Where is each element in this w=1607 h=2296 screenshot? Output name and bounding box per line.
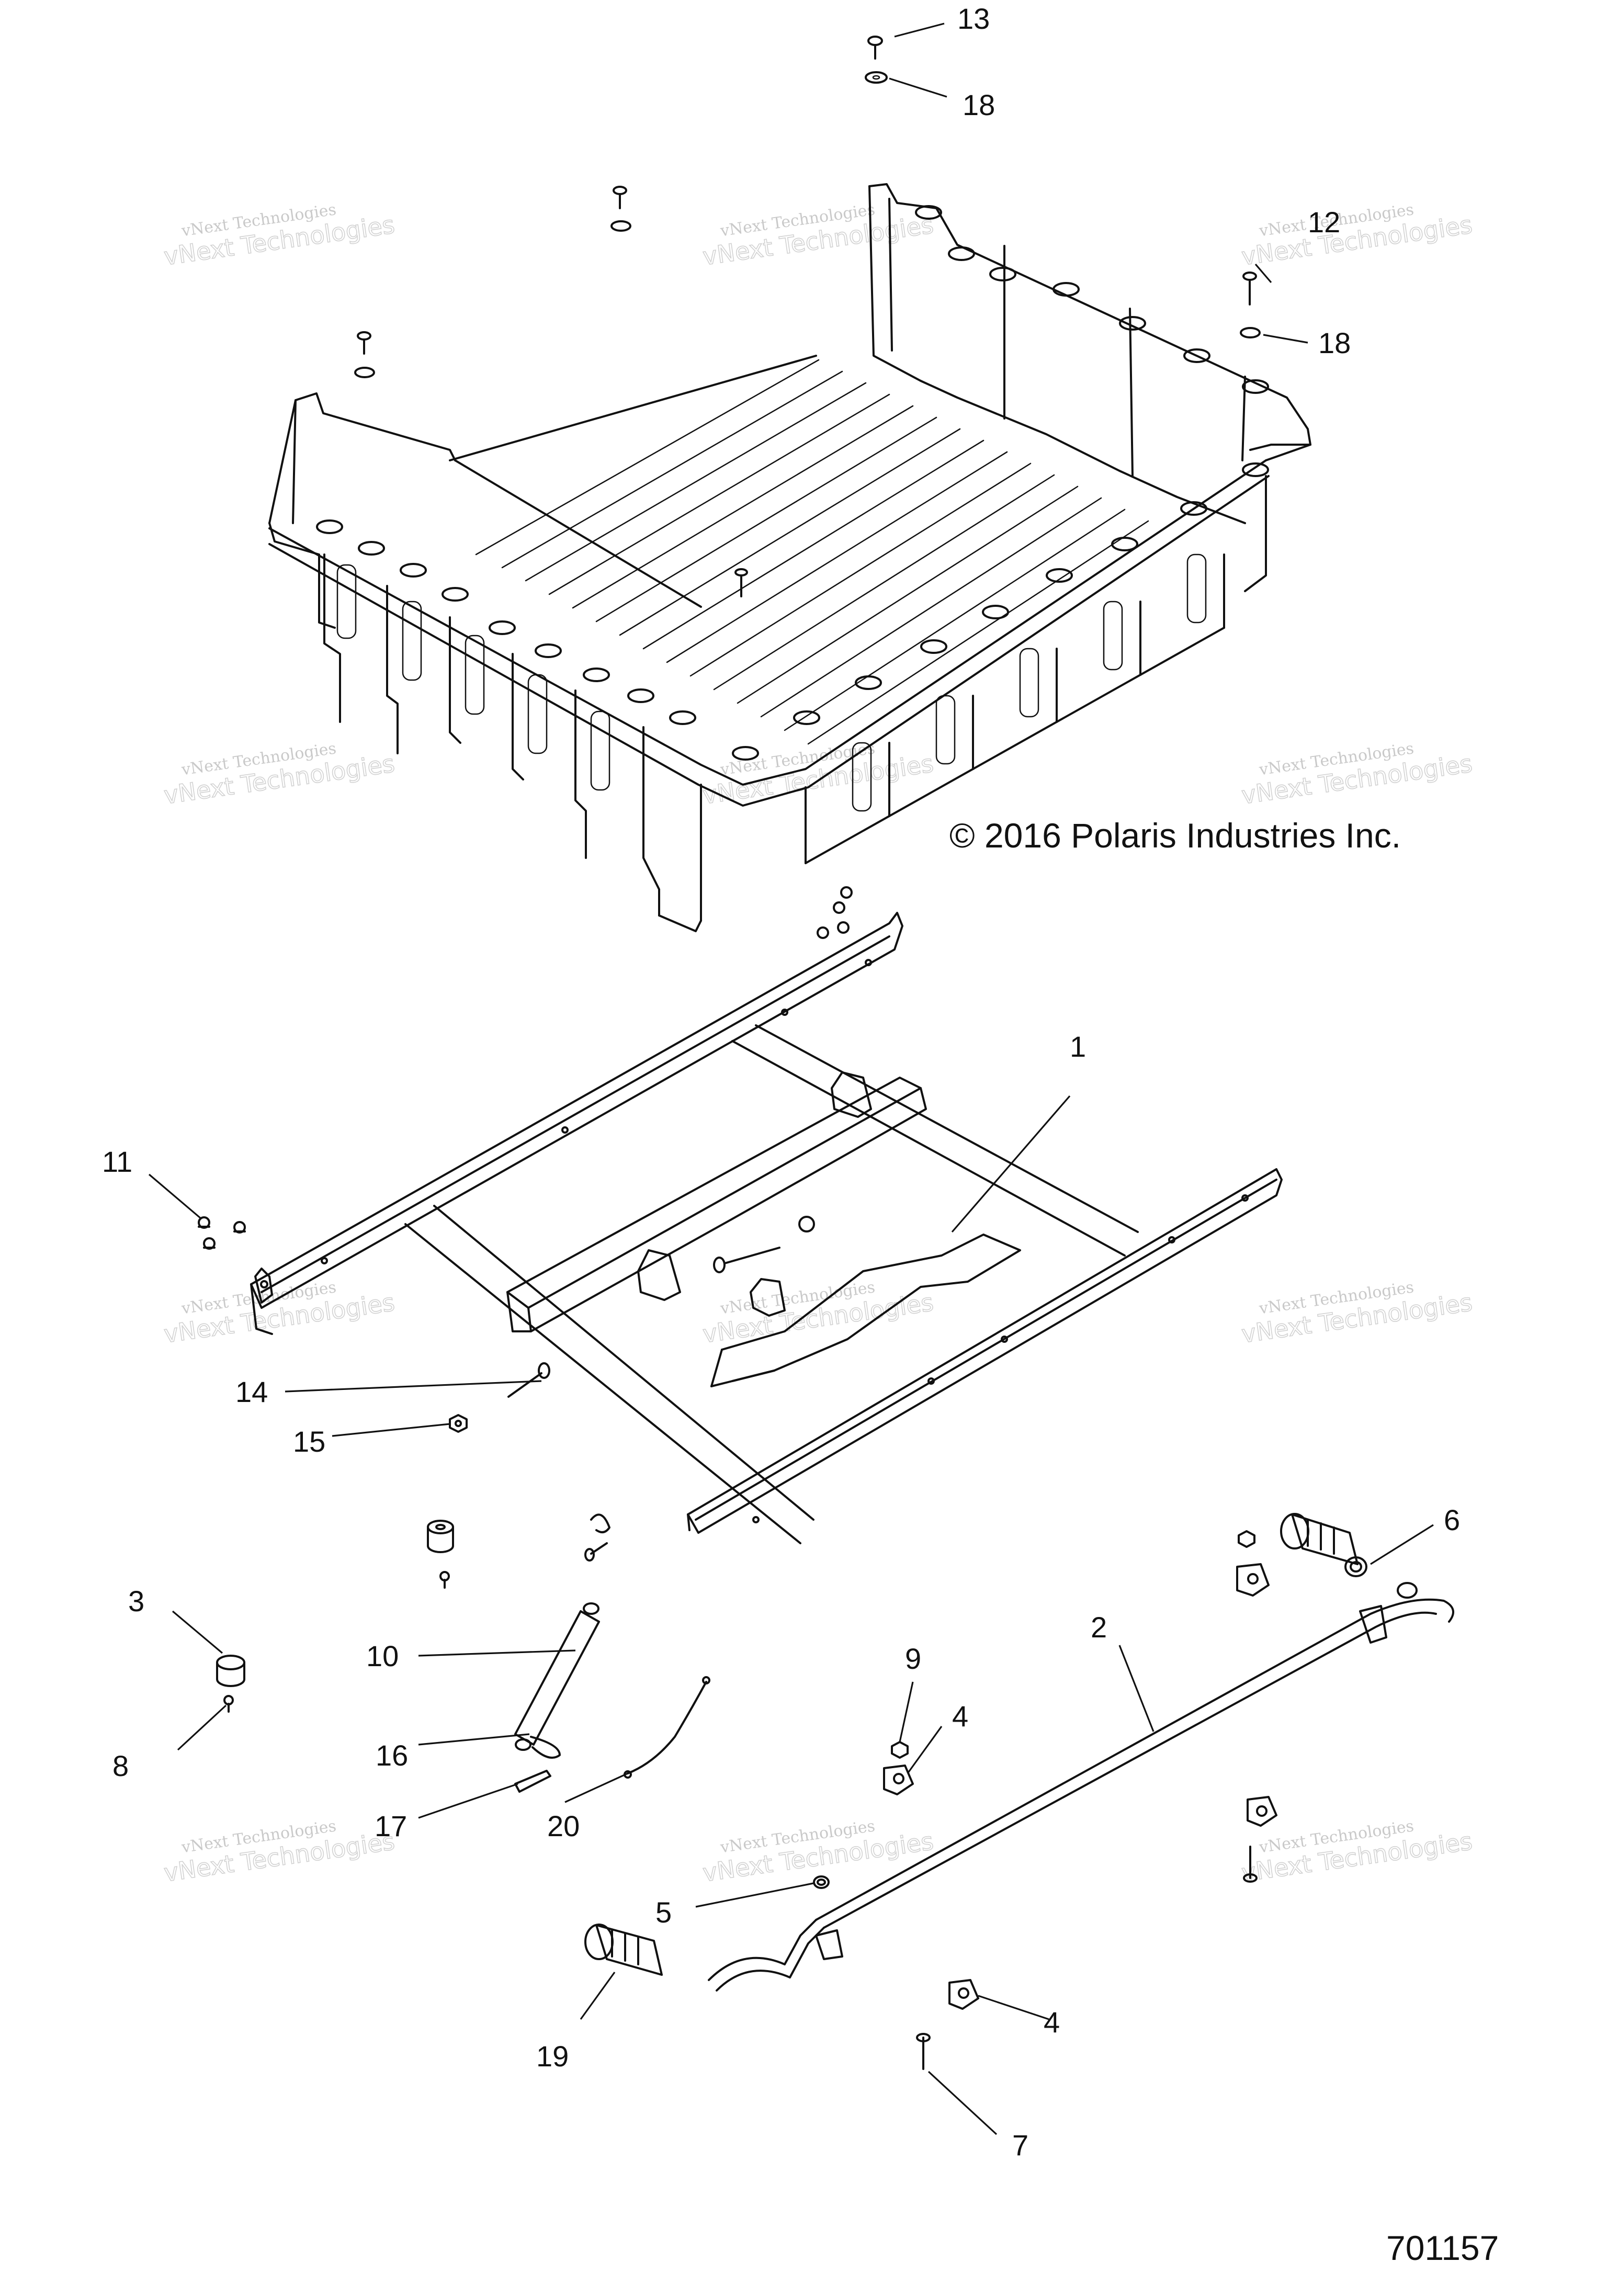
underside-ribs	[323, 475, 1267, 932]
gas-strut-10	[514, 1602, 600, 1751]
nut-9	[891, 1741, 909, 1759]
frame-screws	[817, 886, 853, 939]
callout-12: 12	[1308, 206, 1340, 239]
callout-20: 20	[547, 1809, 580, 1842]
callout-2: 2	[1091, 1611, 1107, 1644]
leader-lines	[148, 22, 1434, 2135]
bumper	[427, 1520, 454, 1589]
bolt-7	[916, 2033, 931, 2070]
screw	[357, 331, 371, 355]
grip-19	[584, 1924, 663, 1976]
callout-5: 5	[655, 1896, 672, 1929]
screw	[613, 186, 627, 209]
nut	[1238, 1530, 1255, 1548]
handle-grip	[1280, 1513, 1359, 1565]
callout-3: 3	[128, 1585, 144, 1618]
clamp-4	[883, 1765, 914, 1795]
clip-16	[530, 1736, 561, 1759]
clamp	[1236, 1563, 1270, 1597]
callout-11: 11	[102, 1145, 132, 1178]
callout-9: 9	[905, 1642, 921, 1675]
callout-10: 10	[366, 1639, 399, 1672]
cargo-box	[268, 183, 1311, 932]
bumper-3	[216, 1655, 245, 1687]
figure-number: 701157	[1386, 2229, 1499, 2267]
bolt	[1243, 1846, 1258, 1883]
clamp	[1247, 1796, 1277, 1827]
callout-16: 16	[376, 1739, 408, 1772]
washer	[354, 367, 375, 378]
callout-8: 8	[112, 1749, 129, 1782]
callout-7: 7	[1012, 2129, 1028, 2162]
clamp-4-lower	[948, 1979, 979, 2010]
callout-1: 1	[1070, 1030, 1086, 1063]
callout-19: 19	[536, 2040, 569, 2073]
pin-17	[514, 1770, 551, 1793]
wall-holes	[915, 205, 1269, 394]
washer-18	[1240, 327, 1261, 338]
clip-pin	[584, 1513, 610, 1562]
callout-13: 13	[957, 2, 990, 35]
washer-18	[865, 71, 888, 84]
callout-18: 18	[963, 88, 995, 121]
rim-holes	[316, 462, 1269, 761]
copyright-text: © 2016 Polaris Industries Inc.	[949, 816, 1401, 855]
callout-18: 18	[1318, 326, 1351, 359]
screw-13	[867, 36, 883, 60]
floor-ribs	[475, 359, 1149, 745]
floor-screw	[734, 568, 748, 597]
screw-8	[223, 1695, 234, 1713]
callout-labels: 13 18 12 18 1 11 14 15 6 3 10 9 2 4 8 16…	[102, 2, 1460, 2162]
callout-4: 4	[952, 1700, 968, 1733]
cable-20	[624, 1676, 710, 1779]
hardware-11	[198, 1216, 246, 1250]
underside-cylinders	[336, 553, 1207, 812]
callout-6: 6	[1444, 1503, 1460, 1536]
nut-15	[449, 1414, 468, 1433]
top-hardware	[354, 36, 1261, 378]
latch-rod-2	[708, 1582, 1454, 1992]
screw-12	[1242, 272, 1257, 306]
callout-14: 14	[235, 1375, 268, 1408]
washer	[610, 220, 631, 232]
spring-5	[813, 1875, 830, 1889]
callout-4: 4	[1044, 2006, 1060, 2039]
bed-frame	[250, 886, 1283, 1544]
callout-17: 17	[375, 1809, 407, 1842]
rail-holes	[321, 959, 1249, 1523]
bolt-14	[507, 1362, 550, 1398]
callout-15: 15	[293, 1425, 325, 1458]
